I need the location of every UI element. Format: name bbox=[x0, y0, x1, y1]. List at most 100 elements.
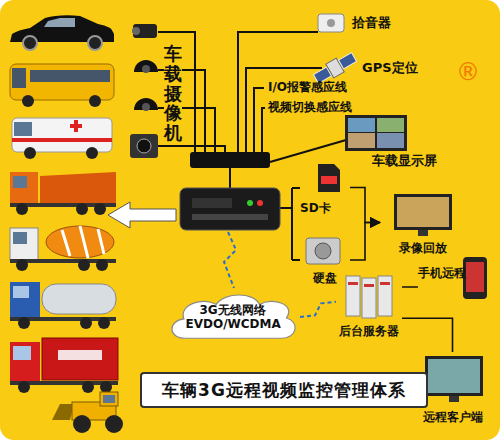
concrete-mixer-part bbox=[78, 259, 90, 271]
ambulance-part bbox=[86, 147, 98, 159]
client-monitor-part bbox=[449, 396, 459, 402]
wheel-loader bbox=[52, 392, 123, 433]
dump-truck-part bbox=[94, 203, 106, 215]
sd-card-icon-part bbox=[318, 164, 340, 192]
concrete-mixer-part bbox=[46, 226, 114, 258]
camera-label: 车载摄像机 bbox=[164, 44, 182, 143]
left-arrow bbox=[108, 202, 176, 228]
wire-bundle-part bbox=[158, 146, 225, 152]
concrete-mixer-part bbox=[62, 226, 104, 258]
ambulance-part bbox=[74, 120, 78, 132]
microphone-label: 拾音器 bbox=[352, 15, 391, 31]
wireless-signal-part bbox=[224, 232, 236, 288]
container-truck bbox=[10, 338, 118, 393]
school-bus-part bbox=[12, 68, 26, 88]
hard-disk-node: 硬盘 bbox=[300, 235, 350, 285]
client-monitor-part bbox=[425, 356, 483, 396]
phone-node: 手机远程 bbox=[418, 252, 496, 302]
dump-truck-part bbox=[10, 172, 38, 204]
wheel-loader-part bbox=[105, 415, 123, 433]
school-bus bbox=[10, 64, 114, 107]
sd-card-icon-part bbox=[321, 176, 337, 184]
dump-truck-part bbox=[16, 203, 28, 215]
concrete-mixer-part bbox=[10, 228, 38, 260]
display-monitor-part bbox=[348, 118, 375, 132]
node-label: SD卡 bbox=[300, 201, 331, 215]
signal-label: 视频切换感应线 bbox=[268, 100, 352, 114]
container-truck-part bbox=[10, 342, 40, 382]
concrete-mixer bbox=[10, 226, 116, 271]
camera-icons-part bbox=[134, 98, 158, 110]
sedan-car-part bbox=[88, 36, 102, 50]
container-truck-part bbox=[18, 381, 30, 393]
tanker-truck-part bbox=[98, 317, 110, 329]
container-truck-part bbox=[100, 381, 112, 393]
wheel-loader-part bbox=[73, 415, 91, 433]
school-bus-part bbox=[10, 64, 114, 100]
tanker-truck bbox=[10, 282, 116, 329]
display-monitor-part bbox=[377, 118, 404, 132]
wire-bundle-part bbox=[158, 32, 195, 152]
display-monitor-part bbox=[377, 133, 404, 148]
node-label: 3G无线网络 EVDO/WCDMA bbox=[186, 303, 280, 332]
wheel-loader-part bbox=[100, 392, 118, 406]
container-truck-part bbox=[13, 346, 31, 360]
wire-bundle-part bbox=[280, 207, 292, 209]
node-label: 远程客户端 bbox=[423, 410, 483, 424]
concrete-mixer-part bbox=[96, 259, 108, 271]
junction-box bbox=[190, 152, 270, 168]
server-icon-part bbox=[362, 278, 376, 318]
wire-bundle-part bbox=[229, 168, 231, 188]
playback-monitor bbox=[394, 194, 452, 236]
dvr-device-part bbox=[192, 214, 268, 220]
sedan-car-part bbox=[44, 18, 75, 27]
hard-disk-icon-part bbox=[315, 243, 331, 259]
signal-label: I/O报警感应线 bbox=[268, 80, 347, 94]
wire-bundle-part bbox=[292, 187, 300, 189]
server-icon-part bbox=[378, 276, 392, 316]
connector bbox=[402, 286, 418, 288]
dvr-device bbox=[180, 188, 280, 230]
camera-icons-part bbox=[134, 60, 158, 72]
client-monitor-part bbox=[428, 359, 480, 393]
tanker-truck-part bbox=[10, 282, 40, 318]
container-truck-part bbox=[42, 338, 118, 380]
wheel-loader-part bbox=[52, 404, 74, 420]
cloud-shape bbox=[172, 295, 295, 338]
phone-icon-part bbox=[463, 257, 487, 299]
connector bbox=[402, 318, 453, 352]
ambulance-part bbox=[12, 118, 112, 152]
wire-bundle-part bbox=[254, 88, 264, 152]
camera-icons-part bbox=[133, 24, 157, 38]
server-icon-part bbox=[348, 282, 358, 285]
server-icon-part bbox=[346, 276, 360, 316]
monitor-label: 车载显示屏 bbox=[372, 153, 437, 169]
ambulance bbox=[12, 118, 112, 159]
ambulance-part bbox=[12, 138, 112, 142]
wire-bundle bbox=[158, 32, 346, 260]
network-cloud: 3G无线网络 EVDO/WCDMA bbox=[165, 288, 300, 346]
gps-label: GPS定位 bbox=[362, 60, 418, 76]
server-icon-part bbox=[380, 282, 390, 285]
school-bus-part bbox=[22, 95, 34, 107]
camera-icons bbox=[130, 24, 158, 158]
wireless-signal bbox=[224, 232, 236, 288]
camera-icons-part bbox=[142, 103, 150, 111]
container-truck-part bbox=[82, 381, 94, 393]
wireless-link bbox=[300, 302, 336, 317]
hard-disk-icon-part bbox=[306, 238, 340, 264]
ambulance-part bbox=[24, 147, 36, 159]
sedan-car-part bbox=[23, 36, 37, 50]
title-banner: 车辆3G远程视频监控管理体系 bbox=[140, 372, 428, 408]
tanker-truck-part bbox=[80, 317, 92, 329]
wire-bundle-part bbox=[292, 259, 300, 261]
dump-truck-part bbox=[13, 176, 27, 188]
server-icon-part bbox=[364, 284, 374, 287]
phone-icon bbox=[463, 257, 487, 299]
server-node: 后台服务器 bbox=[336, 272, 402, 338]
tanker-truck-part bbox=[13, 286, 29, 298]
playback-node: 录像回放 bbox=[380, 190, 465, 255]
client-monitor bbox=[425, 356, 483, 402]
node-label: 硬盘 bbox=[313, 271, 337, 285]
